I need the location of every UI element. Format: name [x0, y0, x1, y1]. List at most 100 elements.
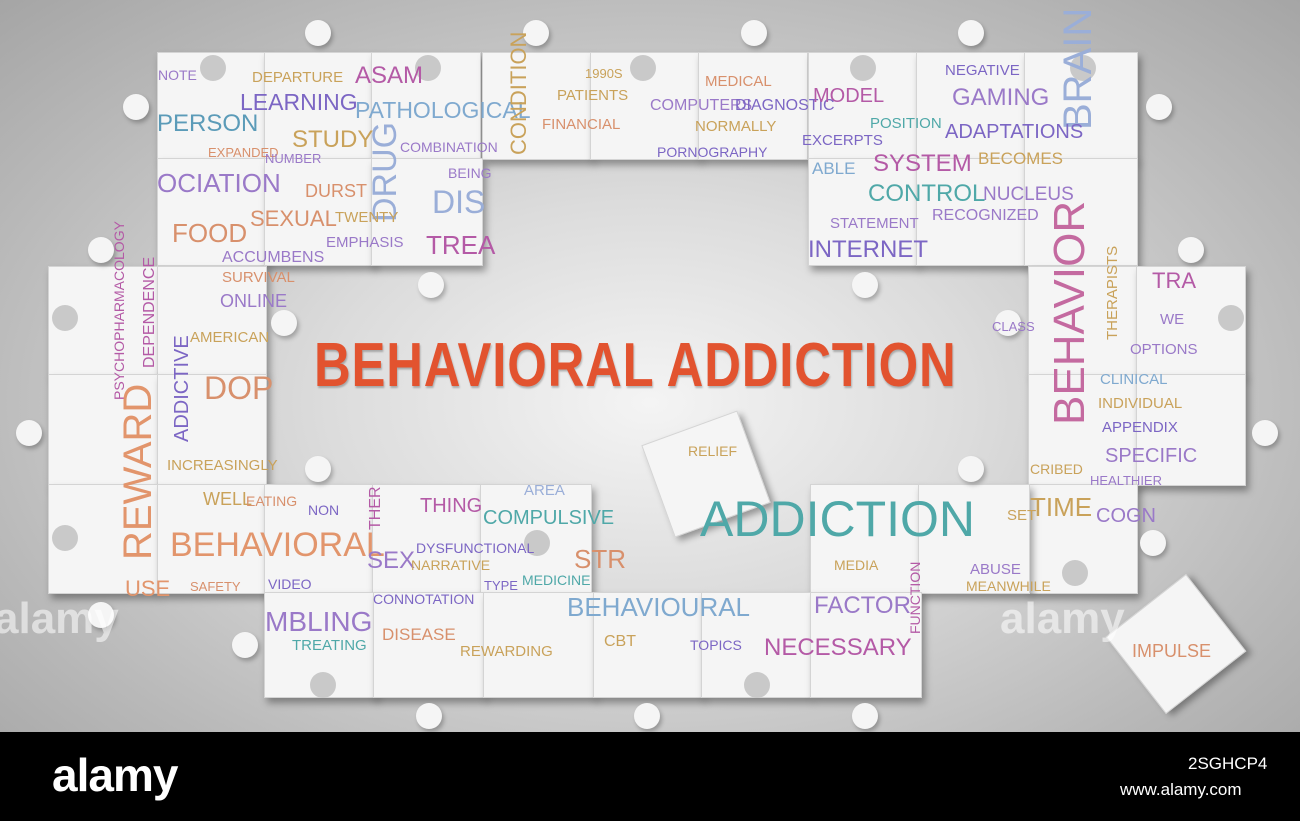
word: SYSTEM: [873, 150, 972, 177]
word: SET: [1007, 507, 1037, 524]
puzzle-hole: [52, 525, 78, 551]
word: TRA: [1152, 268, 1196, 293]
puzzle-knob: [634, 703, 660, 729]
word: ABLE: [812, 159, 856, 178]
puzzle-piece: [808, 158, 918, 266]
puzzle-knob: [232, 632, 258, 658]
puzzle-knob: [1140, 530, 1166, 556]
word: FACTOR: [814, 592, 911, 619]
word: IMPULSE: [1132, 641, 1212, 661]
puzzle-hole: [200, 55, 226, 81]
word: POSITION: [870, 115, 942, 132]
puzzle-hole: [524, 530, 550, 556]
puzzle-piece: [810, 592, 922, 698]
word: NECESSARY: [764, 634, 912, 661]
word: COGN: [1096, 505, 1156, 527]
word: ADDICTION: [700, 491, 975, 547]
puzzle-piece: [483, 592, 595, 698]
word: NARRATIVE: [411, 557, 491, 573]
word: DEPARTURE: [252, 69, 344, 86]
word: PSYCHOPHARMACOLOGY: [111, 221, 127, 400]
puzzle-knob: [958, 20, 984, 46]
puzzle-knob: [523, 20, 549, 46]
word: REWARD: [116, 383, 160, 560]
word: SEX: [367, 547, 416, 574]
word: CONDITION: [506, 31, 531, 155]
word: SEXUAL: [250, 206, 337, 231]
puzzle-hole: [52, 305, 78, 331]
word: TWENTY: [335, 209, 399, 226]
word: MEDIA: [834, 557, 879, 573]
word: TREATING: [292, 637, 367, 654]
puzzle-knob: [1178, 237, 1204, 263]
puzzle-hole: [1070, 55, 1096, 81]
word: DISEASE: [382, 625, 456, 644]
word: NOTE: [158, 67, 197, 83]
word: STR: [574, 544, 626, 574]
word: WELL: [203, 489, 253, 509]
puzzle-knob: [741, 20, 767, 46]
word: EXCERPTS: [802, 132, 883, 149]
word: PATHOLOGICAL: [355, 97, 531, 123]
puzzle-piece: [698, 52, 808, 160]
word: FUNCTION: [907, 561, 923, 634]
word: DIAGNOSTIC: [735, 97, 835, 114]
word: CBT: [604, 633, 636, 650]
word: TREA: [426, 230, 496, 260]
site-url: www.alamy.com: [1120, 780, 1242, 799]
word: DRUG: [366, 121, 404, 222]
word: COMBINATION: [400, 139, 498, 155]
word: ACCUMBENS: [222, 249, 325, 266]
word: OCIATION: [157, 168, 281, 198]
puzzle-piece: [372, 484, 482, 594]
puzzle-knob: [1146, 94, 1172, 120]
word: NUMBER: [265, 151, 322, 166]
word: AREA: [524, 482, 565, 499]
word: NEGATIVE: [945, 62, 1020, 79]
puzzle-piece: [371, 158, 483, 266]
puzzle-knob: [88, 602, 114, 628]
word: CONNOTATION: [373, 591, 475, 607]
watermark: alamy: [1000, 594, 1125, 643]
word: STUDY: [292, 126, 374, 153]
word: ONLINE: [220, 291, 288, 311]
word: MEANWHILE: [966, 578, 1051, 594]
word: PERSON: [157, 110, 259, 137]
puzzle-knob: [418, 272, 444, 298]
puzzle-piece: [590, 52, 700, 160]
puzzle-hole: [310, 672, 336, 698]
puzzle-knob: [1252, 420, 1278, 446]
puzzle-piece: [264, 484, 374, 594]
word: THERAPISTS: [1104, 245, 1121, 340]
word: FINANCIAL: [542, 116, 621, 133]
word: DYSFUNCTIONAL: [416, 540, 535, 556]
word: BEING: [448, 165, 492, 181]
word: DIS: [432, 184, 486, 220]
word: CRIBED: [1030, 461, 1083, 477]
word: BRAIN: [1056, 7, 1100, 130]
puzzle-piece: [1028, 374, 1138, 486]
word: CLASS: [992, 319, 1035, 334]
puzzle-piece: [1136, 374, 1246, 486]
puzzle-knob: [852, 703, 878, 729]
word: CLINICAL: [1100, 371, 1168, 388]
word: STATEMENT: [830, 215, 919, 232]
word: NORMALLY: [695, 118, 777, 135]
word: HEALTHIER: [1090, 473, 1162, 488]
puzzle-piece: [593, 592, 703, 698]
word: REWARDING: [460, 643, 553, 660]
puzzle-knob: [305, 20, 331, 46]
word: SURVIVAL: [222, 269, 295, 286]
puzzle-piece: [1028, 266, 1138, 376]
word: SAFETY: [190, 579, 241, 594]
word: PATIENTS: [557, 87, 629, 104]
word: TYPE: [484, 578, 518, 593]
word: 1990S: [585, 66, 623, 81]
word: INTERNET: [808, 236, 928, 263]
word: ASAM: [355, 62, 424, 89]
word: MEDICINE: [522, 572, 591, 588]
word: COMPULSIVE: [483, 507, 615, 529]
image-id: 2SGHCP4: [1188, 754, 1268, 773]
word: ADDICTIVE: [171, 335, 193, 442]
word: ADAPTATIONS: [945, 121, 1084, 143]
